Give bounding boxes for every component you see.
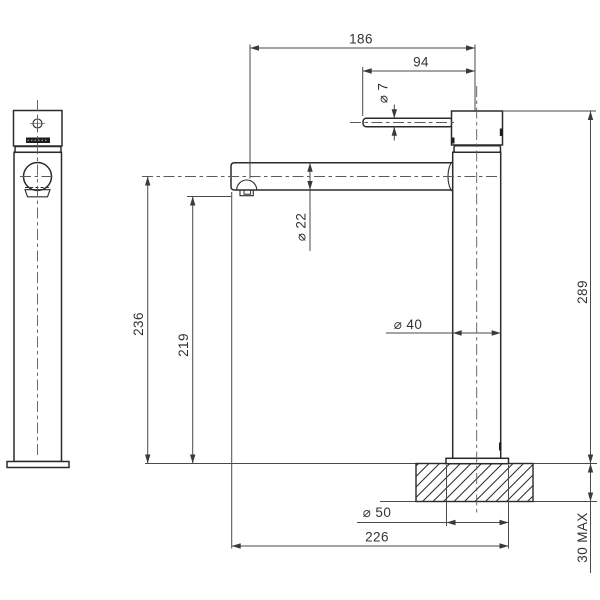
side-head-detail-left — [451, 137, 455, 144]
dim-body-diameter: ⌀ 40 — [386, 317, 501, 336]
front-collar — [14, 145, 62, 154]
dim-spout-reach-total: 186 — [249, 32, 476, 179]
arrow-left — [231, 543, 241, 549]
dim-spout-centre-height: 236 — [131, 176, 151, 464]
dim-base-diameter: ⌀ 50 — [357, 465, 509, 549]
counter-hatch-block — [415, 462, 534, 503]
side-view — [142, 86, 510, 513]
dim-label-219: 219 — [176, 333, 191, 357]
dim-label-94: 94 — [413, 55, 429, 70]
countertop-section — [145, 462, 597, 503]
arrow-up — [391, 126, 397, 136]
side-aerator-dome — [236, 179, 258, 191]
dim-label-226: 226 — [365, 530, 389, 545]
dim-label-dia7: ⌀ 7 — [376, 83, 391, 104]
arrow-right — [466, 68, 475, 74]
arrow-right — [491, 330, 501, 336]
arrow-down — [190, 454, 196, 464]
arrow-up — [307, 162, 313, 172]
arrow-up — [587, 111, 594, 120]
arrow-down — [587, 454, 594, 464]
arrow-up — [145, 176, 151, 186]
side-aerator-outlet — [243, 189, 252, 195]
dim-overall-height: 289 — [502, 110, 596, 464]
arrow-down — [307, 181, 313, 190]
arrow-up — [587, 463, 594, 473]
arrow-down — [391, 109, 397, 119]
front-base-flange — [6, 460, 70, 469]
dim-label-dia22: ⌀ 22 — [294, 213, 309, 242]
arrow-right — [499, 543, 509, 549]
dim-label-dia50: ⌀ 50 — [363, 505, 392, 520]
side-collar — [453, 145, 502, 153]
dim-aerator-height: 219 — [176, 196, 231, 464]
dim-overall-projection: 226 — [231, 192, 509, 549]
side-aerator-base — [239, 190, 254, 197]
arrow-down — [587, 492, 594, 502]
front-aerator — [24, 189, 51, 198]
arrow-left — [250, 45, 259, 51]
dim-label-dia40: ⌀ 40 — [394, 317, 423, 332]
dim-label-30max: 30 MAX — [575, 512, 590, 562]
dim-deck-thickness: 30 MAX — [575, 463, 594, 573]
dim-lever-diameter: ⌀ 7 — [376, 83, 397, 141]
arrow-left — [362, 68, 372, 74]
side-pillar-detail-mark — [499, 442, 502, 451]
front-view — [6, 100, 70, 469]
dim-label-186: 186 — [349, 32, 373, 47]
arrow-right — [499, 519, 509, 526]
front-body-outline — [13, 151, 63, 463]
dim-spout-diameter: ⌀ 22 — [294, 162, 313, 251]
arrow-left — [452, 330, 462, 336]
arrow-up — [190, 196, 196, 206]
arrow-left — [446, 519, 456, 526]
side-base-flange — [445, 457, 510, 465]
arrow-down — [145, 454, 151, 464]
arrow-right — [466, 45, 475, 51]
dim-lever-reach: 94 — [362, 55, 475, 116]
dim-label-289: 289 — [575, 280, 590, 304]
side-head-detail-right — [499, 128, 503, 136]
dim-label-236: 236 — [131, 312, 146, 336]
